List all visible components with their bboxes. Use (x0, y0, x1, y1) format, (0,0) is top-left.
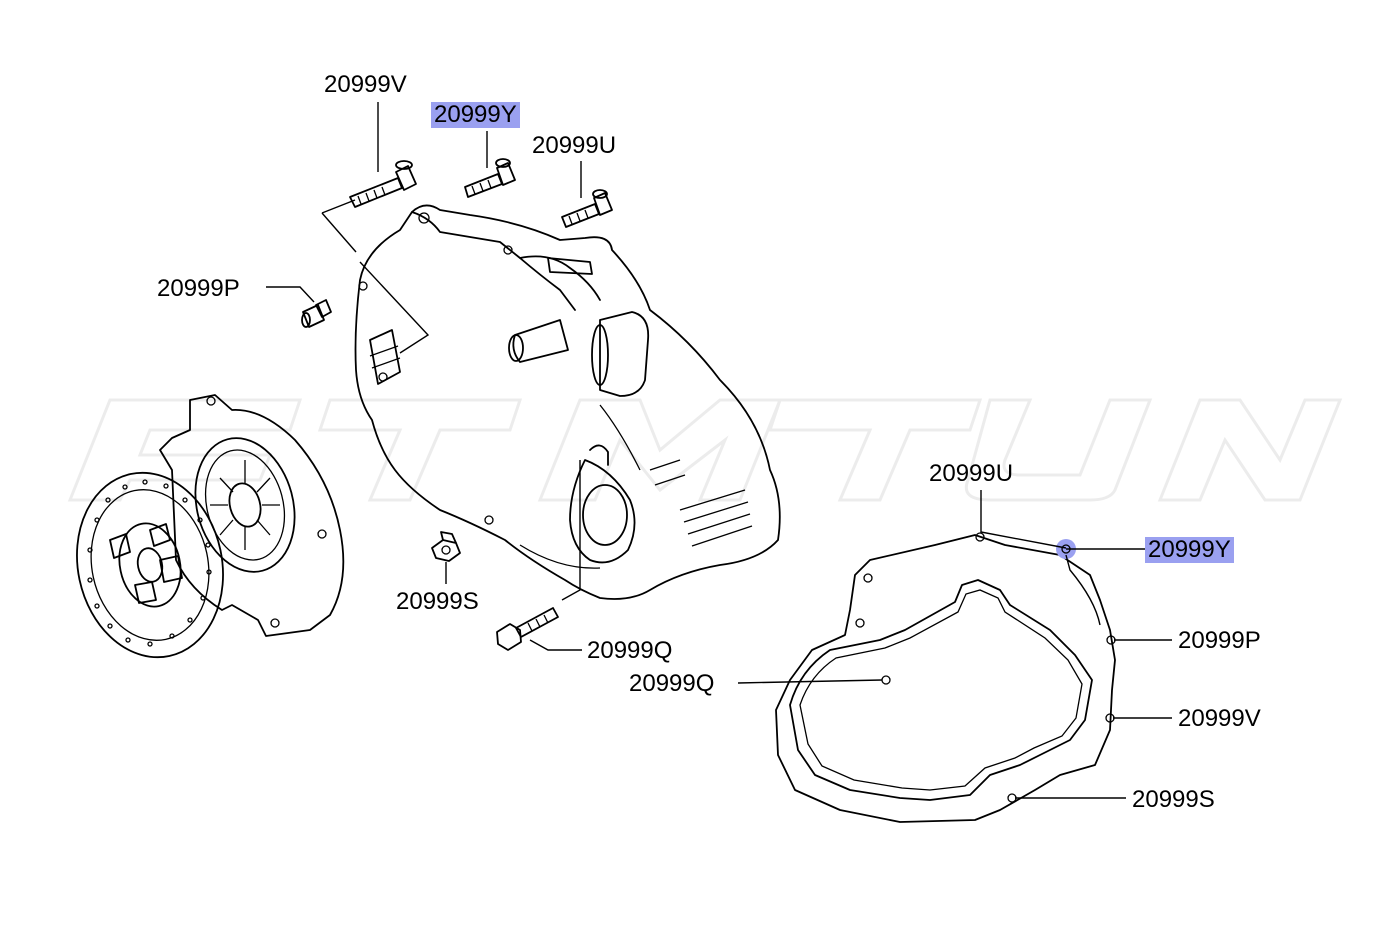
clutch-housing (354, 204, 781, 600)
label-20999s-mid[interactable]: 20999S (396, 588, 479, 615)
label-20999y-right[interactable]: 20999Y (1145, 537, 1234, 563)
leader-lines (266, 102, 1172, 799)
label-20999v-top[interactable]: 20999V (324, 71, 407, 98)
label-20999q-mid[interactable]: 20999Q (587, 637, 673, 664)
label-20999p-left[interactable]: 20999P (157, 275, 240, 302)
label-20999q-gasket[interactable]: 20999Q (629, 670, 715, 697)
bolt-20999s-mid[interactable] (431, 531, 461, 562)
bolt-20999q-mid[interactable] (496, 607, 559, 651)
label-20999y-top[interactable]: 20999Y (431, 102, 520, 128)
pressure-plate (159, 394, 345, 637)
bolt-20999v-top[interactable] (349, 160, 417, 208)
bolt-20999y-top[interactable] (464, 158, 516, 198)
label-20999u-top[interactable]: 20999U (532, 132, 617, 159)
clutch-disc (76, 471, 224, 659)
bolt-20999p-left[interactable] (301, 299, 332, 328)
label-20999u-right[interactable]: 20999U (929, 460, 1014, 487)
label-20999p-right[interactable]: 20999P (1178, 627, 1261, 654)
label-20999v-right[interactable]: 20999V (1178, 705, 1261, 732)
housing-gasket (775, 532, 1116, 823)
bolt-20999u-top[interactable] (561, 189, 613, 228)
label-20999s-right[interactable]: 20999S (1132, 786, 1215, 813)
